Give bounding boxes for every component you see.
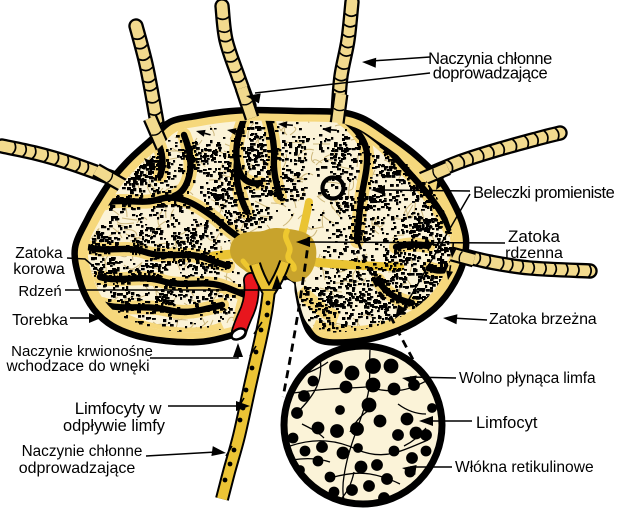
svg-text:Limfocyty w: Limfocyty w	[75, 399, 163, 418]
svg-text:Wolno płynąca limfa: Wolno płynąca limfa	[459, 370, 596, 387]
svg-text:Naczynie krwionośne: Naczynie krwionośne	[11, 343, 153, 360]
svg-text:rdzenna: rdzenna	[505, 245, 563, 262]
svg-text:Beleczki promieniste: Beleczki promieniste	[473, 184, 615, 202]
svg-text:Torebka: Torebka	[12, 312, 68, 329]
svg-text:odprowadzające: odprowadzające	[19, 460, 136, 477]
svg-text:odpływie limfy: odpływie limfy	[63, 417, 166, 435]
svg-text:Zatoka: Zatoka	[508, 227, 561, 246]
svg-text:Naczynia chłonne: Naczynia chłonne	[428, 50, 552, 68]
svg-text:Zatoka: Zatoka	[15, 245, 63, 262]
svg-text:Włókna retikulinowe: Włókna retikulinowe	[455, 459, 594, 476]
svg-text:doprowadzające: doprowadzające	[433, 65, 548, 83]
svg-text:Naczynie chłonne: Naczynie chłonne	[22, 443, 143, 460]
svg-text:wchodzace do wnęki: wchodzace do wnęki	[5, 358, 149, 375]
svg-text:Zatoka brzeżna: Zatoka brzeżna	[489, 311, 597, 328]
svg-text:Limfocyt: Limfocyt	[476, 414, 538, 432]
svg-text:korowa: korowa	[13, 261, 65, 278]
svg-text:Rdzeń: Rdzeń	[18, 283, 61, 300]
